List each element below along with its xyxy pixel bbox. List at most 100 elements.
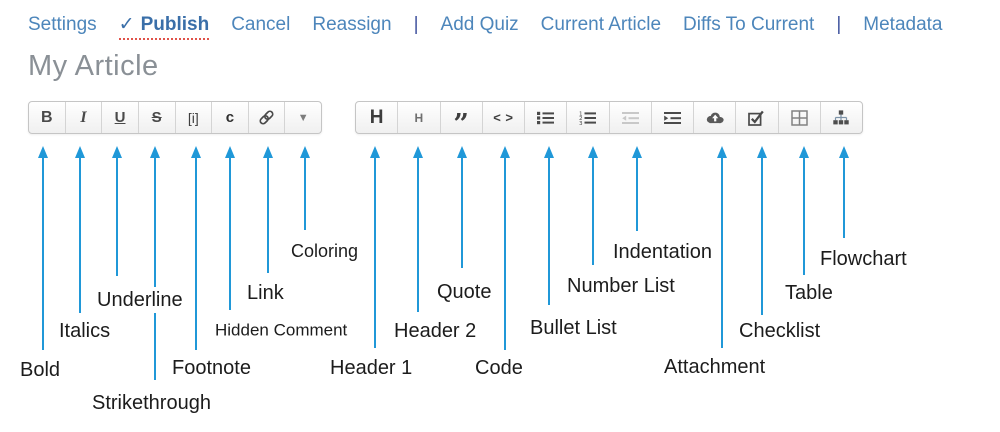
check-icon: ✓ (118, 14, 135, 35)
arrow-head-italic (75, 146, 85, 158)
arrow-head-attachment (717, 146, 727, 158)
checklist-button[interactable] (735, 102, 777, 133)
nav-item-settings[interactable]: Settings (28, 14, 97, 35)
underline-button[interactable]: U (101, 102, 138, 133)
nav-item-publish[interactable]: ✓Publish (118, 13, 210, 40)
arrow-line-underline (116, 156, 118, 276)
arrow-head-outdent (632, 146, 642, 158)
bold-button[interactable]: B (29, 102, 65, 133)
arrow-line-header-1 (374, 156, 376, 348)
indent-button[interactable] (650, 102, 693, 133)
dropdown-arrow-icon: ▼ (297, 111, 309, 124)
code-glyph: < > (493, 110, 514, 125)
annotation-label-checklist: Checklist (737, 318, 823, 344)
nav-item-metadata[interactable]: Metadata (863, 14, 943, 35)
nav-item-reassign[interactable]: Reassign (312, 14, 392, 35)
annotation-label-link: Link (245, 280, 286, 306)
annotation-label-italic: Italics (57, 318, 113, 344)
arrow-head-flowchart (839, 146, 849, 158)
nav-item-cancel[interactable]: Cancel (231, 14, 291, 35)
arrow-line-number-list (592, 156, 594, 265)
flowchart-icon (833, 110, 850, 125)
arrow-head-underline (112, 146, 122, 158)
annotation-label-hidden-comment: Hidden Comment (213, 319, 350, 343)
arrow-line-coloring (304, 156, 306, 230)
annotation-label-footnote: Footnote (170, 355, 253, 381)
arrow-line-checklist (761, 156, 763, 315)
arrow-line-footnote (195, 156, 197, 350)
text-format-toolbar: B I U S [i] c ▼ (28, 101, 322, 134)
indent-icon (663, 111, 681, 125)
flowchart-button[interactable] (819, 102, 862, 133)
annotation-label-number-list: Number List (565, 273, 677, 299)
bullet-list-button[interactable] (524, 102, 566, 133)
strikethrough-button[interactable]: S (137, 102, 175, 133)
arrow-head-table (799, 146, 809, 158)
table-icon (790, 109, 808, 126)
arrow-head-quote (457, 146, 467, 158)
nav-separator: | (836, 14, 842, 35)
italic-button[interactable]: I (64, 102, 102, 133)
arrow-line-quote (461, 156, 463, 268)
annotation-label-code: Code (473, 355, 525, 381)
strikethrough-glyph: S (151, 109, 162, 126)
arrow-head-link (263, 146, 273, 158)
footnote-button[interactable]: [i] (174, 102, 212, 133)
underline-glyph: U (114, 109, 126, 126)
table-button[interactable] (777, 102, 820, 133)
header-2-button[interactable]: H (397, 102, 439, 133)
hidden-comment-button[interactable]: c (211, 102, 248, 133)
nav-item-diffs-to-current[interactable]: Diffs To Current (683, 14, 815, 35)
link-button[interactable] (247, 102, 285, 133)
annotation-label-header-2: Header 2 (392, 318, 479, 344)
nav-item-add-quiz[interactable]: Add Quiz (440, 14, 519, 35)
annotation-label-table: Table (783, 280, 835, 306)
annotation-label-bullet-list: Bullet List (528, 315, 619, 341)
code-button[interactable]: < > (481, 102, 524, 133)
hidden-comment-glyph: c (225, 109, 235, 126)
annotation-label-underline: Underline (95, 287, 185, 313)
quote-glyph: ” (453, 109, 469, 140)
annotation-label-coloring: Coloring (289, 240, 361, 264)
arrow-line-header-2 (417, 156, 419, 312)
coloring-button[interactable]: ▼ (284, 102, 321, 133)
arrow-line-italic (79, 156, 81, 313)
header-1-glyph: H (369, 106, 384, 128)
header-1-button[interactable]: H (356, 102, 397, 133)
arrow-line-flowchart (843, 156, 845, 238)
svg-text:2: 2 (579, 116, 583, 122)
annotation-label-header-1: Header 1 (328, 355, 415, 381)
nav-item-label: Publish (140, 14, 210, 35)
outdent-button (608, 102, 651, 133)
bullet-list-icon (537, 111, 555, 125)
header-2-glyph: H (414, 110, 424, 125)
nav-item-current-article[interactable]: Current Article (540, 14, 662, 35)
annotation-label-bold: Bold (18, 357, 63, 383)
annotation-label-quote: Quote (435, 279, 494, 305)
attachment-button[interactable] (693, 102, 735, 133)
arrow-line-outdent (636, 156, 638, 231)
quote-button[interactable]: ” (439, 102, 482, 138)
arrow-line-table (803, 156, 805, 275)
arrow-head-strikethrough (150, 146, 160, 158)
cloud-upload-icon (705, 110, 725, 125)
svg-text:3: 3 (579, 120, 583, 124)
arrow-line-attachment (721, 156, 723, 348)
top-nav: Settings ✓Publish Cancel Reassign | Add Quiz C… (28, 13, 943, 40)
annotation-label-strikethrough: Strikethrough (90, 390, 213, 416)
annotation-label-flowchart: Flowchart (818, 246, 909, 272)
svg-text:1: 1 (579, 111, 583, 117)
annotation-label-outdent: Indentation (611, 239, 714, 265)
arrow-line-strikethrough (154, 156, 156, 380)
arrow-head-footnote (191, 146, 201, 158)
arrow-head-code (500, 146, 510, 158)
italic-glyph: I (80, 108, 87, 126)
bold-glyph: B (41, 108, 53, 126)
arrow-head-header-1 (370, 146, 380, 158)
arrow-line-link (267, 156, 269, 273)
page-title: My Article (28, 50, 159, 82)
arrow-line-hidden-comment (229, 156, 231, 310)
